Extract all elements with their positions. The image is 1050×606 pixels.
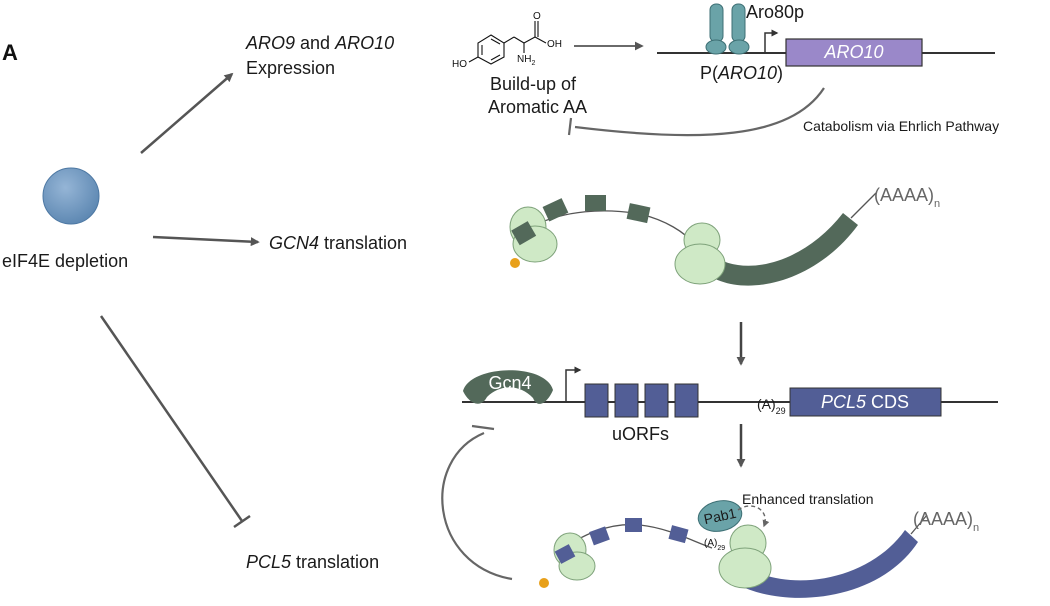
gcn4-factor-shape xyxy=(463,370,553,404)
gcn4-cds-band xyxy=(700,213,858,286)
tyrosine-structure-icon xyxy=(468,21,547,65)
pcl5-uorf-1 xyxy=(584,383,609,418)
tyrosine-nh2: NH2 xyxy=(517,54,535,67)
ehrlich-feedback-arc xyxy=(574,87,825,137)
tyrosine-o: O xyxy=(533,11,541,22)
aro80p-factor-right xyxy=(731,3,746,43)
pcl5-mrna-polya-label: (A)29 xyxy=(704,538,725,552)
aro-expression-label: ARO9 and ARO10 xyxy=(245,33,394,53)
gcn4-factor-label: Gcn4 xyxy=(488,373,531,393)
pcl5-tail-strand xyxy=(910,514,928,535)
pcl5-feedback-bar xyxy=(471,424,495,431)
aromatic-buildup-label-2: Aromatic AA xyxy=(488,97,587,117)
arrow-to-gcn4-translation xyxy=(152,235,260,247)
pcl5-tss-arrow-icon xyxy=(565,366,582,402)
gcn4-uorf-2 xyxy=(585,195,606,211)
pcl5-mrna-uorf-2 xyxy=(625,518,642,532)
inhibition-to-pcl5 xyxy=(99,315,244,522)
pab1-protein xyxy=(697,500,743,532)
gcn4-mrna xyxy=(509,192,877,286)
pab1-label: Pab1 xyxy=(702,505,738,527)
aro80p-base-left xyxy=(705,39,727,55)
aro10-promoter-label: P(ARO10) xyxy=(700,63,783,83)
gcn4-polya-tail-label: (AAAA)n xyxy=(874,185,940,210)
aro10-cds-box xyxy=(785,38,923,67)
pcl5-translation-label: PCL5 translation xyxy=(246,552,379,572)
ehrlich-inhibition-bar xyxy=(567,117,573,136)
aro-expression-label-line2: Expression xyxy=(246,58,335,78)
pcl5-cds-box xyxy=(789,387,942,417)
inhibition-bar-pcl5 xyxy=(233,514,251,529)
pcl5-uorf-3 xyxy=(644,383,669,418)
pcl5-cap-icon xyxy=(539,578,549,588)
tyrosine-oh: OH xyxy=(547,39,562,50)
panel-label: A xyxy=(2,40,18,65)
pcl5-uorf-4 xyxy=(674,383,699,418)
gcn4-uorf-3 xyxy=(626,203,651,224)
aro10-cds-label: ARO10 xyxy=(823,42,883,62)
pcl5-mrna-uorf-bound xyxy=(554,544,576,564)
pcl5-uorf-2 xyxy=(614,383,639,418)
pcl5-mrna-uorf-1 xyxy=(589,526,610,546)
arrow-to-aro-expression xyxy=(140,72,234,154)
ehrlich-pathway-label: Catabolism via Ehrlich Pathway xyxy=(803,118,999,134)
pcl5-polya-tail-label: (AAAA)n xyxy=(913,509,979,534)
aro80p-base-right xyxy=(728,39,750,55)
uorfs-label: uORFs xyxy=(612,424,669,444)
pcl5-mrna-uorf-3 xyxy=(668,525,689,544)
gcn4-ribosome-2-large xyxy=(674,243,726,285)
gcn4-cap-icon xyxy=(510,258,520,268)
enhanced-translation-loop xyxy=(737,505,770,528)
gcn4-tail-strand xyxy=(850,192,877,219)
pcl5-cds-label: PCL5 CDS xyxy=(821,392,909,412)
aro80p-factor-left xyxy=(709,3,724,43)
pcl5-feedback-arc xyxy=(441,431,513,581)
pcl5-mrna xyxy=(539,500,928,598)
enhanced-translation-label: Enhanced translation xyxy=(742,491,874,507)
pcl5-ribosome-2-large xyxy=(718,547,772,589)
eif4e-cell-icon xyxy=(42,167,100,225)
tyrosine-ho: HO xyxy=(452,59,467,70)
aro80p-label: Aro80p xyxy=(746,2,804,22)
gcn4-translation-label: GCN4 translation xyxy=(269,233,407,253)
aro10-tss-arrow-icon xyxy=(764,29,779,53)
eif4e-depletion-label: eIF4E depletion xyxy=(2,251,128,271)
gcn4-uorf-1 xyxy=(542,198,569,222)
aromatic-buildup-label-1: Build-up of xyxy=(490,74,577,94)
pcl5-cds-band xyxy=(738,530,918,598)
gcn4-uorf-bound xyxy=(511,221,537,246)
pcl5-polya-label: (A)29 xyxy=(757,396,786,416)
